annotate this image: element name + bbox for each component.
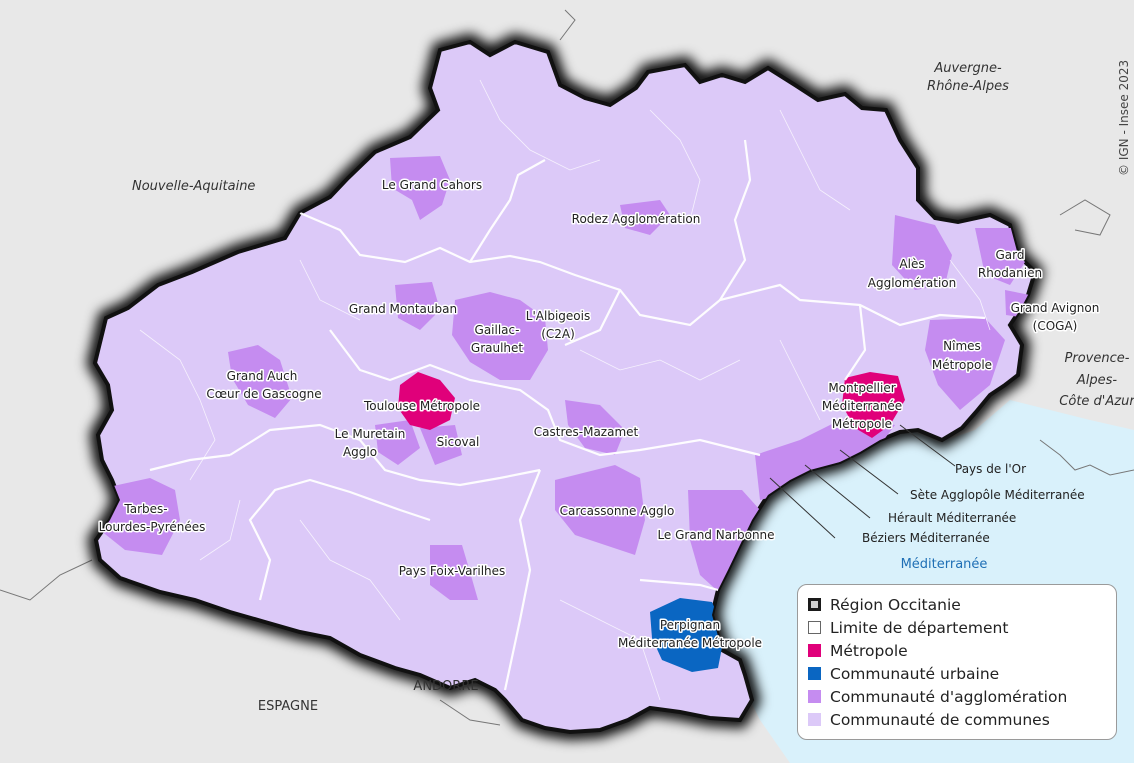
- legend-swatch-metropole: [808, 644, 821, 657]
- credit-text: © IGN - Insee 2023: [1117, 60, 1131, 176]
- label-grand-avignon-1: Grand Avignon: [1011, 301, 1100, 315]
- label-herault: Hérault Méditerranée: [888, 511, 1016, 525]
- label-provence-1: Provence-: [1065, 351, 1130, 366]
- label-muretain-2: Agglo: [343, 445, 377, 459]
- map-legend: Région Occitanie Limite de département M…: [797, 584, 1117, 740]
- label-gard-2: Rhodanien: [978, 266, 1042, 280]
- legend-item-cc: Communauté de communes: [808, 708, 1116, 731]
- neighbour-border: [1059, 199, 1111, 236]
- epci-rodez-area: [620, 200, 670, 235]
- epci-nimes-area: [925, 318, 1005, 410]
- legend-label: Communauté d'agglomération: [830, 687, 1068, 706]
- legend-item-metropole: Métropole: [808, 639, 1116, 662]
- label-beziers: Béziers Méditerranée: [862, 531, 990, 545]
- label-grand-cahors: Le Grand Cahors: [382, 178, 482, 192]
- label-perpignan-1: Perpignan: [660, 618, 720, 632]
- department-limits: [149, 139, 986, 691]
- epci-grand-cahors-area: [390, 156, 450, 220]
- epci-sicoval-area: [420, 425, 462, 465]
- epci-grand-auch-area: [228, 345, 292, 418]
- label-toulouse: Toulouse Métropole: [363, 399, 480, 413]
- coastline: [1039, 439, 1134, 476]
- label-ales-1: Alès: [899, 257, 924, 271]
- legend-label: Communauté de communes: [830, 710, 1050, 729]
- legend-label: Limite de département: [830, 618, 1009, 637]
- label-grand-avignon-2: (COGA): [1033, 319, 1078, 333]
- legend-swatch-cc: [808, 713, 821, 726]
- label-nimes-2: Métropole: [932, 358, 992, 372]
- label-albigeois-2: (C2A): [541, 327, 575, 341]
- label-perpignan-2: Méditerranée Métropole: [618, 636, 762, 650]
- label-albigeois-1: L'Albigeois: [526, 309, 590, 323]
- label-montpellier-1: Montpellier: [828, 381, 895, 395]
- epci-grand-montauban-area: [395, 282, 440, 330]
- legend-item-cu: Communauté urbaine: [808, 662, 1116, 685]
- label-carcassonne: Carcassonne Agglo: [560, 504, 675, 518]
- legend-label: Métropole: [830, 641, 908, 660]
- label-sicoval: Sicoval: [437, 435, 480, 449]
- label-montpellier-2: Méditerranée: [822, 399, 902, 413]
- metropole-montpellier-area: [842, 372, 905, 438]
- legend-swatch-departement: [808, 621, 821, 634]
- epci-narbonne-area: [688, 490, 760, 595]
- neighbour-border-north: [559, 9, 576, 41]
- epci-ales-area: [892, 215, 952, 290]
- label-rodez: Rodez Agglomération: [572, 212, 701, 226]
- label-foix: Pays Foix-Varilhes: [399, 564, 506, 578]
- legend-swatch-ca: [808, 690, 821, 703]
- legend-swatch-cu: [808, 667, 821, 680]
- label-gaillac-2: Graulhet: [471, 341, 524, 355]
- epci-carcassonne-area: [555, 465, 645, 555]
- label-provence-2: Alpes-: [1076, 373, 1118, 388]
- label-gaillac-1: Gaillac-: [475, 323, 520, 337]
- callout-lines: [769, 424, 956, 539]
- label-castres: Castres-Mazamet: [534, 425, 639, 439]
- label-grand-auch-1: Grand Auch: [227, 369, 298, 383]
- label-nimes-1: Nîmes: [943, 339, 981, 353]
- epci-albigeois-gaillac-area: [452, 292, 548, 380]
- border-spain: [0, 559, 93, 601]
- label-auvergne-2: Rhône-Alpes: [927, 79, 1009, 94]
- label-grand-narbonne: Le Grand Narbonne: [657, 528, 774, 542]
- epci-limits: [139, 79, 991, 701]
- label-grand-montauban: Grand Montauban: [349, 302, 457, 316]
- label-mediterranee: Méditerranée: [901, 557, 988, 572]
- metropole-toulouse-area: [398, 372, 455, 430]
- cu-perpignan-area: [650, 598, 725, 672]
- label-provence-3: Côte d'Azur: [1059, 394, 1134, 409]
- border-andorra: [439, 699, 501, 726]
- epci-gard-rhodanien-area: [975, 228, 1025, 285]
- legend-item-region: Région Occitanie: [808, 593, 1116, 616]
- label-sete: Sète Agglopôle Méditerranée: [910, 488, 1085, 502]
- epci-castres-area: [565, 400, 625, 455]
- label-pays-or: Pays de l'Or: [955, 462, 1026, 476]
- label-montpellier-3: Métropole: [832, 417, 892, 431]
- legend-item-ca: Communauté d'agglomération: [808, 685, 1116, 708]
- legend-label: Communauté urbaine: [830, 664, 1000, 683]
- label-auvergne-1: Auvergne-: [933, 61, 1002, 76]
- label-andorre: ANDORRE: [413, 679, 478, 694]
- epci-muretain-area: [375, 420, 420, 465]
- epci-beziers-herault-sete-area: [755, 420, 895, 500]
- label-tarbes-2: Lourdes-Pyrénées: [99, 520, 206, 534]
- label-grand-auch-2: Cœur de Gascogne: [206, 387, 321, 401]
- label-tarbes-1: Tarbes-: [123, 502, 167, 516]
- legend-swatch-region: [808, 598, 821, 611]
- epci-foix-area: [430, 545, 478, 600]
- label-nouvelle-aquitaine: Nouvelle-Aquitaine: [132, 179, 255, 194]
- label-ales-2: Agglomération: [868, 276, 956, 290]
- label-gard-1: Gard: [996, 248, 1025, 262]
- label-muretain-1: Le Muretain: [335, 427, 406, 441]
- legend-item-departement: Limite de département: [808, 616, 1116, 639]
- label-espagne: ESPAGNE: [258, 699, 318, 714]
- legend-label: Région Occitanie: [830, 595, 961, 614]
